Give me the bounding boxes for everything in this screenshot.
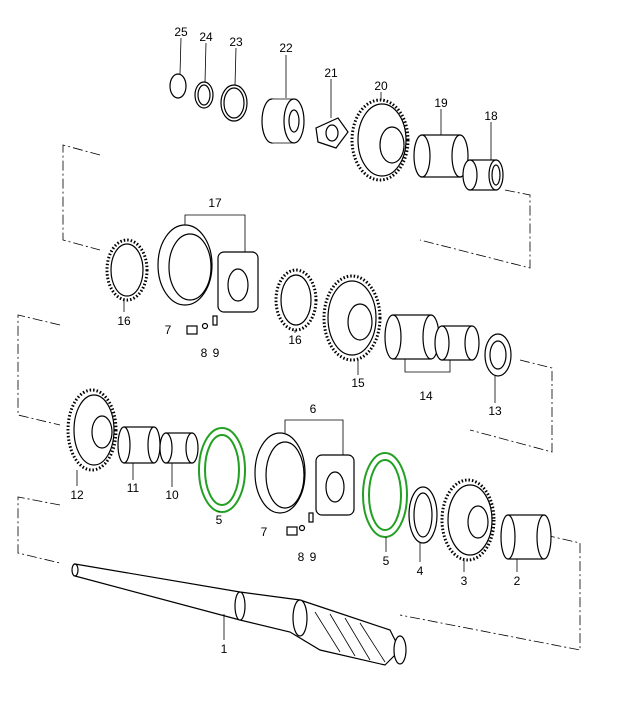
synchro-ring-5a-highlighted bbox=[198, 427, 246, 513]
callout-7a: 7 bbox=[165, 323, 172, 337]
leader-lines bbox=[76, 37, 518, 640]
needle-bearing-2 bbox=[500, 514, 552, 560]
synchro-ring-16b bbox=[274, 268, 318, 332]
ring-23 bbox=[220, 84, 248, 122]
callout-15: 15 bbox=[351, 376, 365, 390]
callout-10: 10 bbox=[165, 488, 179, 502]
hub-17 bbox=[217, 251, 259, 313]
group-frame-upper-right bbox=[419, 189, 531, 269]
callout-9b: 9 bbox=[310, 550, 317, 564]
callout-19: 19 bbox=[434, 96, 448, 110]
spring-9b bbox=[308, 512, 314, 523]
washer-13 bbox=[484, 333, 512, 377]
bushing-14b bbox=[434, 325, 480, 361]
ball-8a bbox=[201, 322, 209, 330]
needle-bearing-19 bbox=[413, 134, 469, 178]
callout-12: 12 bbox=[70, 488, 84, 502]
callout-3: 3 bbox=[461, 574, 468, 588]
callout-5b: 5 bbox=[383, 554, 390, 568]
group-frame-lower-right bbox=[399, 534, 581, 651]
group-frame-middle-right bbox=[469, 359, 553, 453]
callout-22: 22 bbox=[279, 41, 293, 55]
callout-9a: 9 bbox=[213, 346, 220, 360]
thrust-washer-21 bbox=[315, 117, 349, 149]
key-7a bbox=[186, 325, 198, 335]
bushing-10 bbox=[159, 432, 199, 464]
callout-23: 23 bbox=[229, 35, 243, 49]
hub-6 bbox=[315, 454, 355, 516]
callout-18: 18 bbox=[484, 109, 498, 123]
callout-11: 11 bbox=[127, 481, 140, 495]
callout-25: 25 bbox=[174, 25, 188, 39]
bushing-18 bbox=[462, 159, 504, 191]
callout-13: 13 bbox=[488, 404, 502, 418]
callout-1: 1 bbox=[221, 642, 228, 656]
group-frame-middle bbox=[17, 314, 61, 426]
gear-3 bbox=[440, 478, 496, 562]
circlip-25 bbox=[169, 73, 187, 99]
callout-7b: 7 bbox=[261, 525, 268, 539]
gear-15 bbox=[322, 274, 382, 362]
synchro-ring-5b-highlighted bbox=[362, 452, 408, 538]
callout-6: 6 bbox=[310, 402, 317, 416]
sleeve-17 bbox=[157, 224, 213, 306]
ring-24 bbox=[194, 81, 214, 109]
callout-16b: 16 bbox=[288, 333, 302, 347]
callout-8b: 8 bbox=[298, 550, 305, 564]
callout-21: 21 bbox=[324, 66, 338, 80]
needle-bearing-11 bbox=[117, 426, 161, 464]
group-frame-lower bbox=[17, 496, 61, 564]
callout-8a: 8 bbox=[201, 346, 208, 360]
group-frame-upper bbox=[62, 144, 101, 251]
washer-4 bbox=[408, 486, 438, 544]
callout-17: 17 bbox=[208, 196, 222, 210]
gear-20 bbox=[350, 98, 410, 182]
callout-2: 2 bbox=[514, 574, 521, 588]
bearing-22 bbox=[261, 98, 305, 144]
callout-24: 24 bbox=[199, 30, 213, 44]
callout-4: 4 bbox=[417, 564, 424, 578]
ball-8b bbox=[298, 524, 306, 532]
spring-9a bbox=[212, 315, 218, 326]
gear-12 bbox=[66, 388, 118, 472]
callouts: 25 24 23 22 21 20 19 18 17 16 16 15 14 1… bbox=[70, 25, 520, 656]
needle-bearing-14a bbox=[384, 314, 440, 360]
callout-5a: 5 bbox=[216, 513, 223, 527]
callout-14: 14 bbox=[419, 389, 433, 403]
main-shaft-1 bbox=[71, 563, 407, 666]
callout-16a: 16 bbox=[117, 314, 131, 328]
synchro-ring-16a bbox=[105, 238, 149, 302]
key-7b bbox=[286, 526, 298, 536]
sleeve-6 bbox=[254, 432, 306, 514]
callout-20: 20 bbox=[374, 79, 388, 93]
